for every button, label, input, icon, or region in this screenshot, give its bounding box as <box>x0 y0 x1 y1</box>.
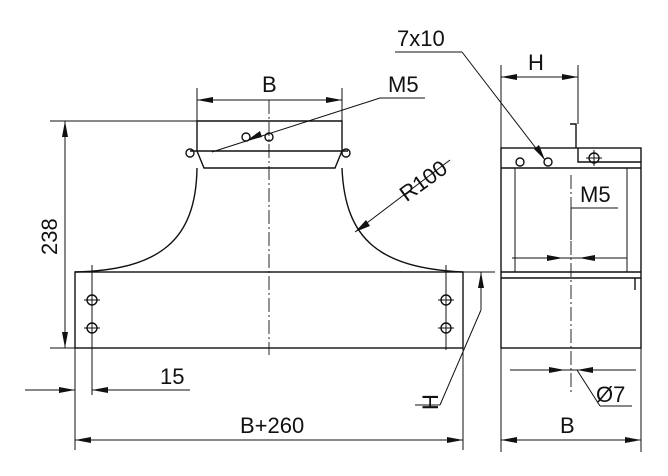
dim-h-front: H <box>418 394 443 410</box>
dim-diameter-7: Ø7 <box>596 382 625 407</box>
dim-h-side: H <box>528 50 544 75</box>
dim-b-side: B <box>560 413 575 438</box>
side-view <box>500 123 642 395</box>
bolt-holes <box>84 265 454 395</box>
dim-b-top: B <box>262 72 277 97</box>
left-curve <box>74 167 198 273</box>
collar-screw-left <box>185 148 195 158</box>
collar-hole-center <box>264 132 274 142</box>
dim-r100: R100 <box>395 155 452 206</box>
right-curve <box>341 167 464 273</box>
dim-15: 15 <box>160 364 184 389</box>
dim-7x10: 7x10 <box>397 26 445 51</box>
top-collar <box>196 120 343 169</box>
dim-238: 238 <box>37 218 62 255</box>
side-tab <box>570 123 577 148</box>
front-dimensions: B M5 R100 238 15 B+260 <box>25 72 495 450</box>
side-dimensions: 7x10 H M5 Ø7 B <box>395 26 642 452</box>
collar-screw-right <box>341 148 351 158</box>
dim-b-plus-260: B+260 <box>240 413 304 438</box>
dim-m5-front: M5 <box>388 72 419 97</box>
front-view <box>74 100 464 395</box>
dim-m5-side: M5 <box>580 182 611 207</box>
